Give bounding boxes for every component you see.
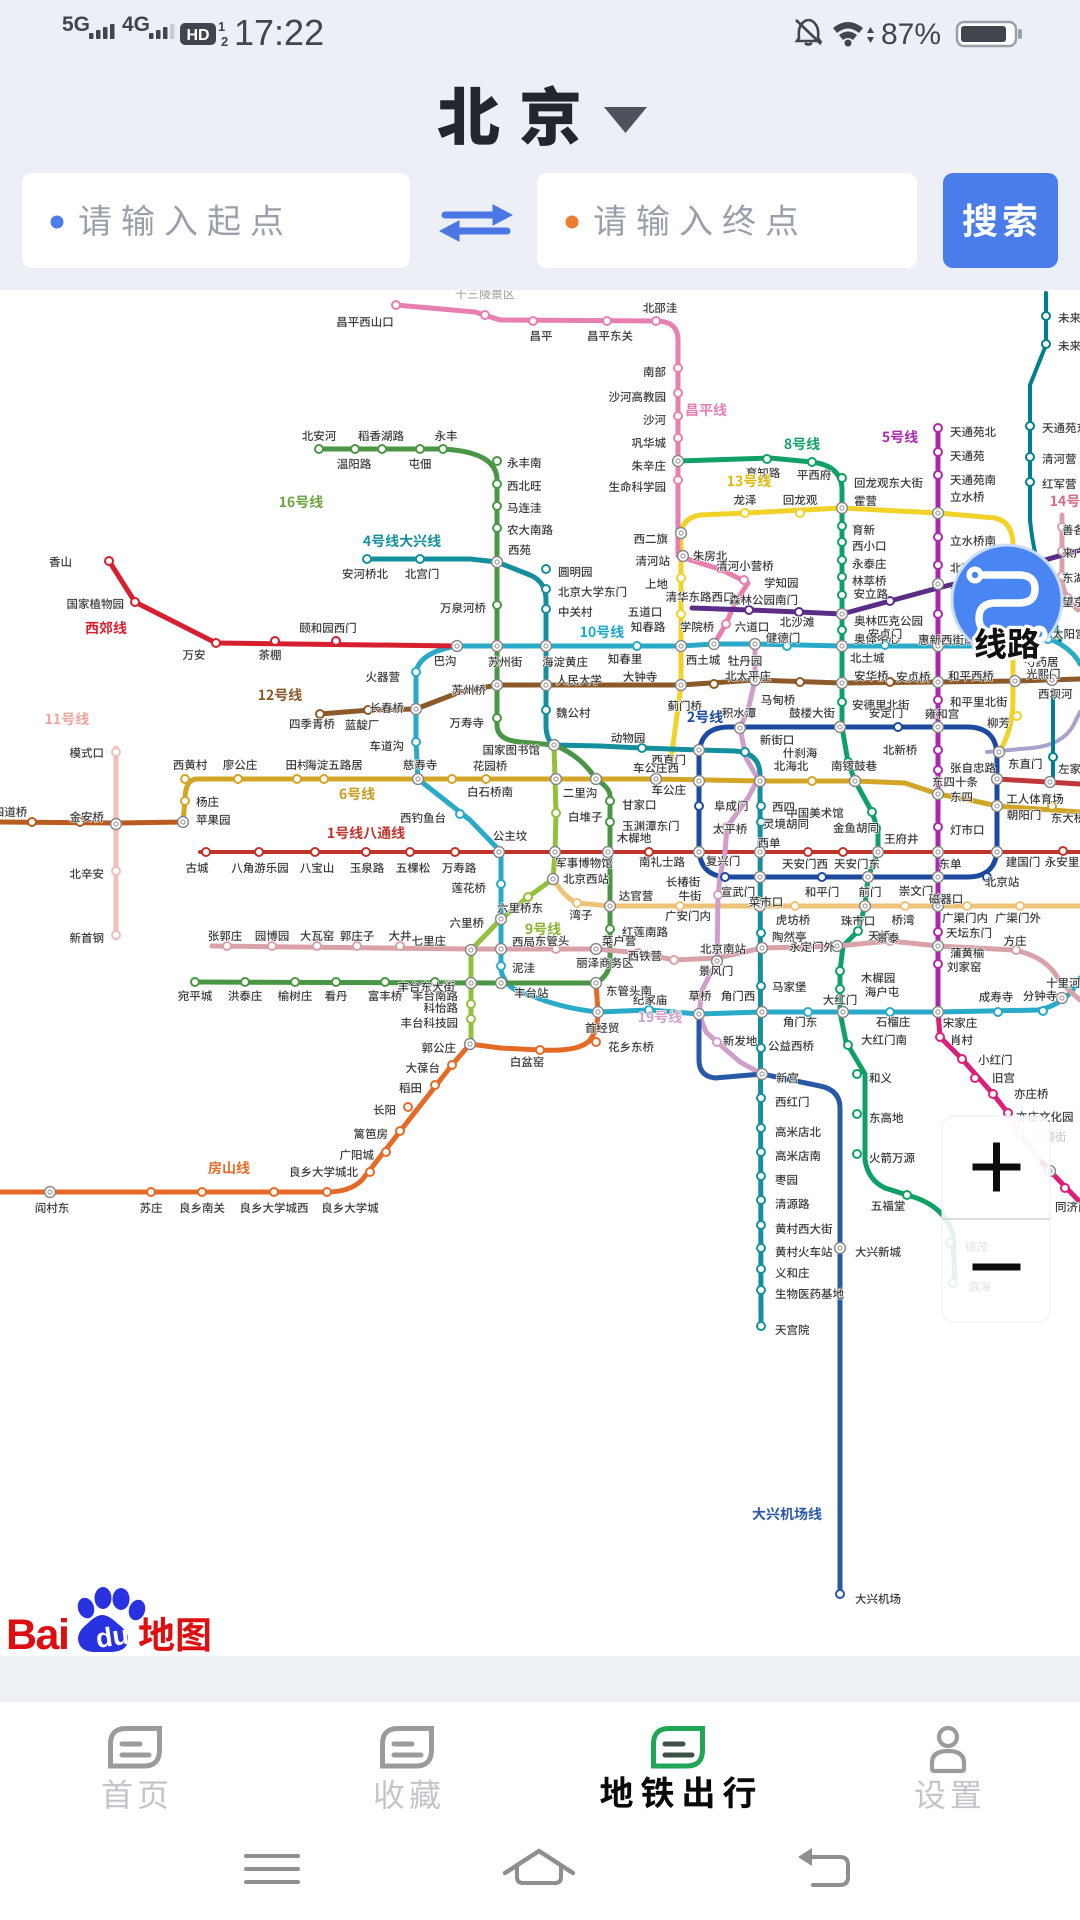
svg-text:4G: 4G [122, 13, 150, 36]
svg-text:87%: 87% [881, 18, 941, 51]
svg-text:HD: HD [186, 27, 209, 44]
svg-text:17:22: 17:22 [234, 12, 324, 53]
svg-text:2: 2 [221, 34, 228, 49]
svg-text:du: du [94, 1620, 131, 1654]
svg-text:Bai: Bai [6, 1611, 68, 1659]
svg-text:1: 1 [218, 19, 225, 34]
svg-text:5G: 5G [62, 13, 90, 36]
